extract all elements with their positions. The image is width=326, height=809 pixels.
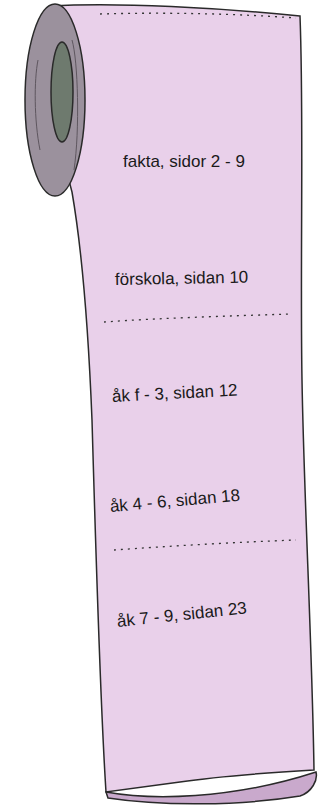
perforation xyxy=(104,314,290,322)
roll-hole xyxy=(51,42,73,142)
roll-shading xyxy=(35,60,40,150)
section-label: förskola, sidan 10 xyxy=(115,268,249,291)
paper-curl xyxy=(106,772,316,804)
perforation xyxy=(100,13,296,18)
roll-end xyxy=(25,4,85,196)
perforation xyxy=(114,540,296,550)
paper-sheet xyxy=(49,5,314,792)
section-label: fakta, sidor 2 - 9 xyxy=(123,152,245,172)
